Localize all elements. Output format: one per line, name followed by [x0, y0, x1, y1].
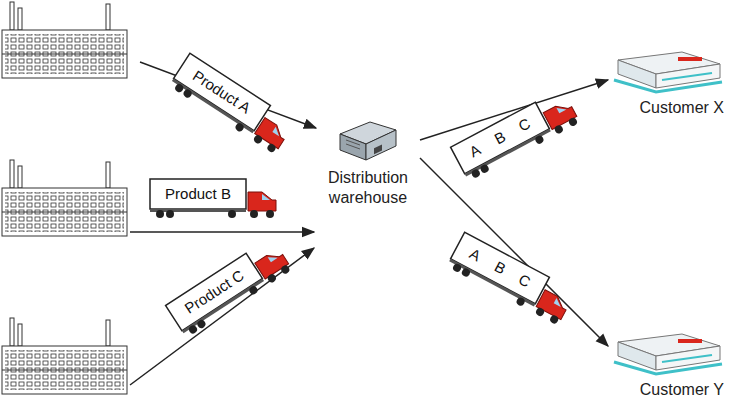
truck	[166, 237, 293, 338]
factory	[2, 2, 127, 78]
truck	[451, 88, 581, 182]
customer-node: Customer Y	[612, 332, 724, 400]
customer-label: Customer Y	[640, 380, 724, 400]
customer-node: Customer X	[612, 50, 724, 118]
warehouse-icon	[336, 118, 400, 164]
flow-arrow	[420, 158, 608, 346]
flow-arrow	[140, 62, 316, 128]
truck	[150, 179, 276, 218]
store-icon	[612, 50, 724, 94]
truck	[446, 232, 576, 326]
truck-label: Product B	[165, 186, 231, 202]
customer-label: Customer X	[640, 98, 724, 118]
factory	[2, 160, 127, 236]
factory	[2, 318, 127, 394]
warehouse-label: Distribution warehouse	[318, 168, 418, 208]
flow-arrow	[130, 231, 314, 233]
warehouse-node: Distribution warehouse	[318, 118, 418, 208]
truck	[169, 53, 296, 154]
store-icon	[612, 332, 724, 376]
